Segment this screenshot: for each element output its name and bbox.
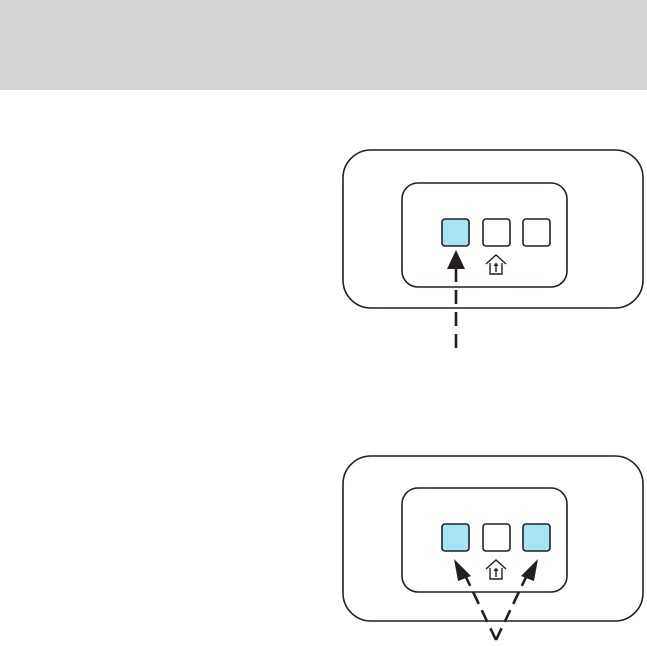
homelink-button-left[interactable]: [442, 219, 469, 246]
console-panel-1: [343, 150, 643, 348]
homelink-button-center[interactable]: [483, 524, 510, 551]
homelink-button-right[interactable]: [523, 524, 550, 551]
console-panel-2: [343, 456, 643, 640]
homelink-button-center[interactable]: [483, 219, 510, 246]
homelink-button-right[interactable]: [523, 219, 550, 246]
homelink-button-left[interactable]: [442, 524, 469, 551]
